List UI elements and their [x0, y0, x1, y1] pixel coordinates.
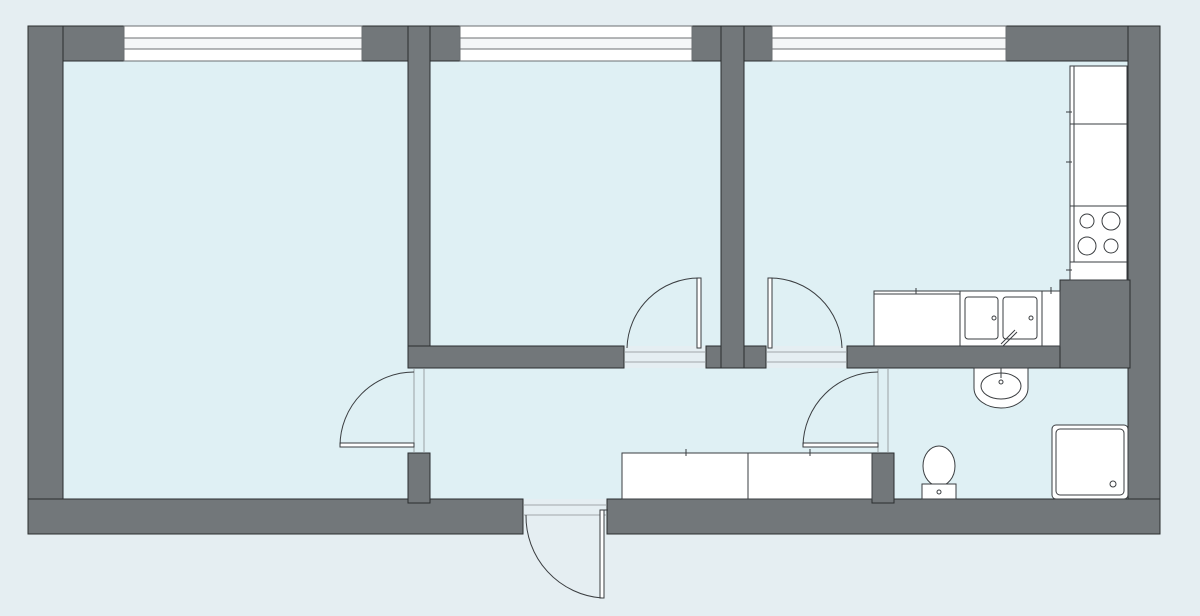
bathroom-shower	[1051, 424, 1129, 500]
window-kitchen	[771, 25, 1007, 62]
bathroom-washbasin	[973, 367, 1029, 409]
kitchen-counter-lower	[873, 287, 1061, 347]
room-left-floor	[63, 61, 408, 499]
room-middle-floor	[430, 61, 721, 346]
walls	[27, 25, 1161, 535]
kitchen-counter-upper	[1066, 65, 1128, 207]
bathroom-toilet	[921, 445, 957, 500]
kitchen-double-sink	[959, 290, 1043, 347]
door-middle-room	[624, 277, 706, 363]
door-kitchen	[766, 277, 847, 363]
door-bathroom	[802, 368, 889, 453]
door-entrance	[523, 504, 608, 599]
door-left-room	[339, 368, 425, 453]
hall-wardrobe	[621, 449, 873, 500]
window-left-room	[123, 25, 363, 62]
kitchen-stove	[1066, 205, 1128, 281]
window-middle-room	[459, 25, 693, 62]
